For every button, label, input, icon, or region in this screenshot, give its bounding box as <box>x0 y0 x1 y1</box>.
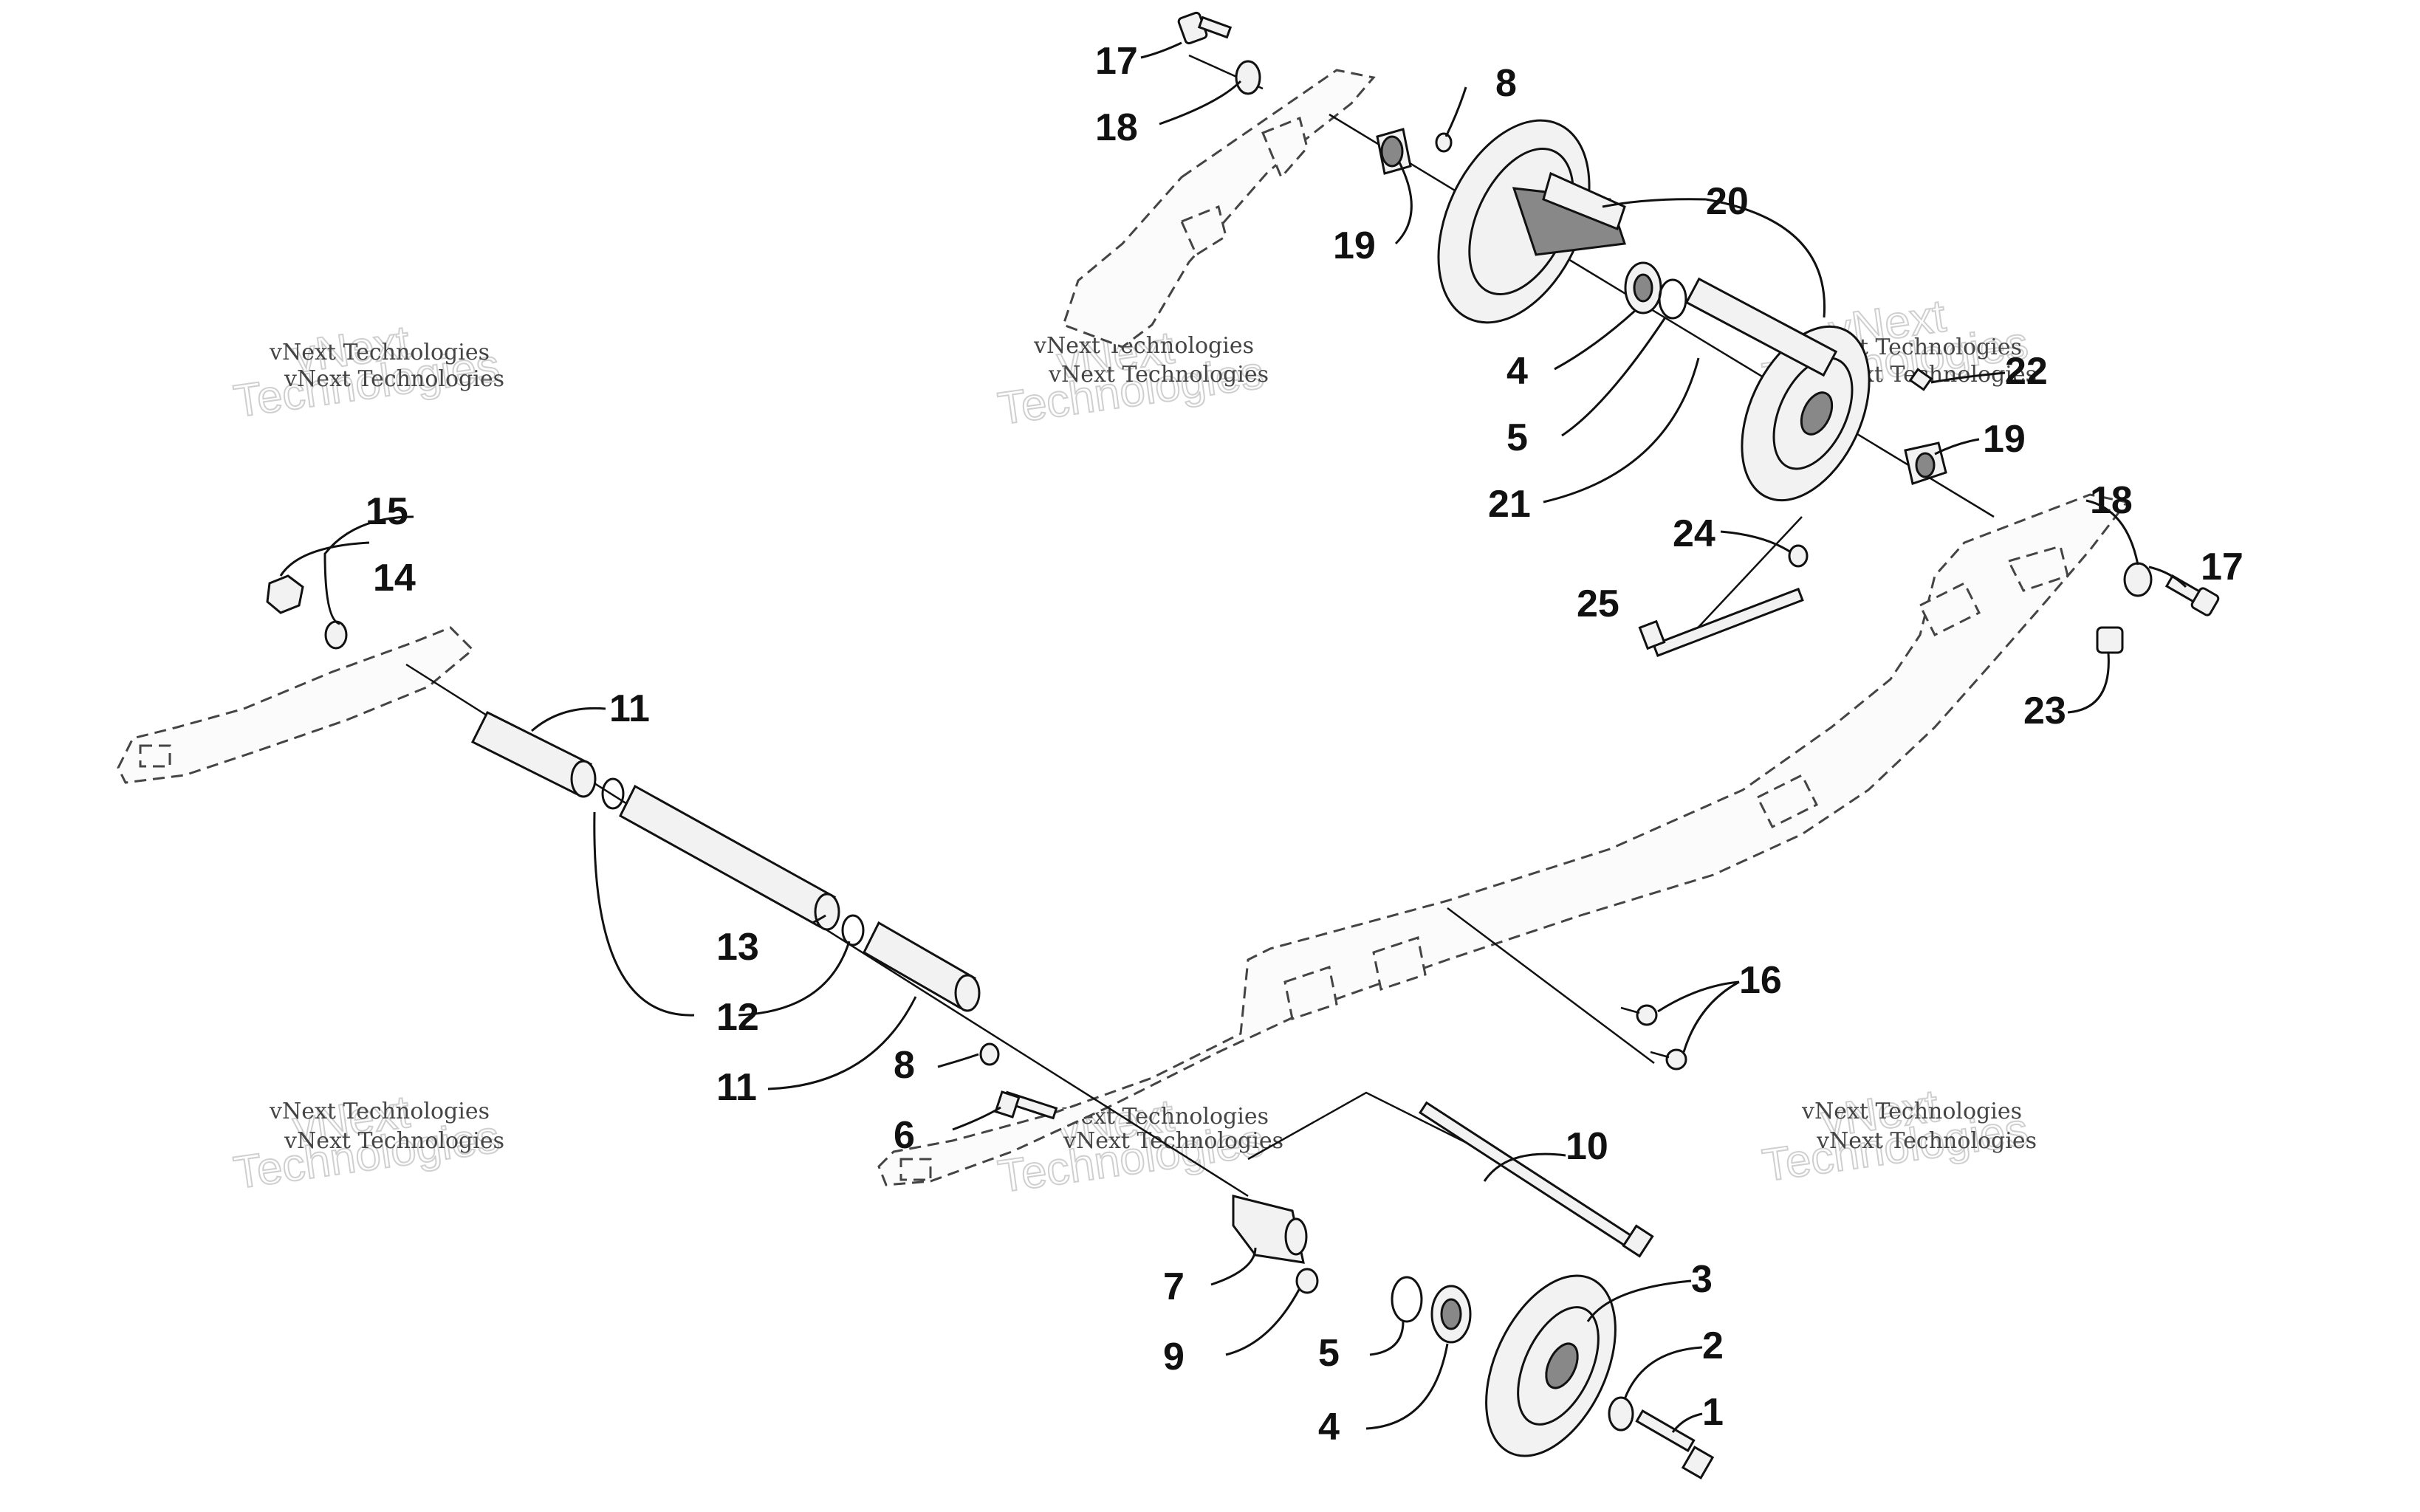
callout-7: 7 <box>1163 1265 1185 1308</box>
upper-rail-frame <box>1062 69 1376 348</box>
part-25-long-bolt <box>1638 587 1804 658</box>
callout-23: 23 <box>2023 690 2066 732</box>
part-11-spacer-tube-left <box>470 710 597 798</box>
part-7-end-block <box>1232 1195 1308 1264</box>
callout-14: 14 <box>373 557 416 599</box>
callout-9: 9 <box>1163 1336 1185 1378</box>
part-13-long-tube <box>619 784 840 931</box>
callout-24: 24 <box>1673 512 1715 555</box>
callout-5: 5 <box>1506 416 1528 459</box>
callout-11: 11 <box>609 687 650 730</box>
watermark-small: vNext Technologies <box>1801 1099 2022 1124</box>
callout-20: 20 <box>1706 180 1749 223</box>
part-3-idler-wheel <box>1485 1274 1617 1457</box>
callout-17: 17 <box>2201 546 2244 588</box>
watermark-small: vNext Technologies <box>284 1128 504 1154</box>
callout-17: 17 <box>1095 40 1138 83</box>
callout-19: 19 <box>1983 418 2026 461</box>
part-5-ring-lower <box>1391 1276 1423 1323</box>
callout-4: 4 <box>1506 350 1528 393</box>
callout-labels: 17 18 8 20 19 4 5 21 22 19 24 25 18 17 2… <box>366 40 2244 1449</box>
part-16-rivets <box>1620 1004 1687 1071</box>
callout-1: 1 <box>1702 1391 1724 1434</box>
callout-16: 16 <box>1739 959 1782 1002</box>
part-11-spacer-tube-right <box>863 921 981 1012</box>
callout-13: 13 <box>716 926 759 969</box>
part-20-upper-wheel-assembly <box>1437 119 1871 502</box>
part-5-ring-upper <box>1658 278 1687 320</box>
part-17-bolt-lower <box>2164 574 2220 616</box>
part-8-nut-lower <box>979 1042 1000 1066</box>
part-12-ring-right <box>841 914 865 946</box>
watermark-small: vNext Technologies <box>269 340 490 365</box>
callout-3: 3 <box>1691 1258 1713 1301</box>
callout-19: 19 <box>1333 224 1376 267</box>
callout-10: 10 <box>1566 1125 1608 1168</box>
part-1-bolt <box>1635 1409 1715 1480</box>
part-18-washer-lower <box>2123 562 2153 597</box>
watermark-small: vNext Technologies <box>1033 333 1254 359</box>
callout-12: 12 <box>716 996 759 1039</box>
callout-18: 18 <box>2090 479 2133 522</box>
left-rail-frame <box>117 626 475 784</box>
part-2-washer <box>1608 1396 1634 1432</box>
part-22-bolt <box>1908 368 1933 391</box>
part-15-nut-left <box>266 574 304 614</box>
part-10-axle-bolt <box>1418 1101 1654 1258</box>
watermark-small: vNext Technologies <box>1048 362 1269 388</box>
part-9-nut <box>1295 1268 1319 1294</box>
part-8-nut-upper <box>1435 132 1453 153</box>
callout-6: 6 <box>894 1114 915 1157</box>
watermark-small: vNext Technologies <box>284 366 504 392</box>
callout-8: 8 <box>894 1044 915 1087</box>
callout-22: 22 <box>2005 350 2048 393</box>
part-14-washer-left <box>324 620 348 650</box>
main-rail-frame <box>877 493 2129 1186</box>
part-18-washer-upper <box>1235 60 1261 95</box>
watermark-small: vNext Technologies <box>1816 1128 2037 1154</box>
part-6-bolt <box>994 1090 1058 1120</box>
part-17-bolt-upper <box>1177 11 1233 45</box>
callout-18: 18 <box>1095 106 1138 149</box>
callout-15: 15 <box>366 490 408 533</box>
callout-21: 21 <box>1488 483 1531 526</box>
part-19-bearing-housing-upper <box>1376 128 1412 175</box>
callout-11: 11 <box>716 1066 757 1109</box>
part-12-ring-left <box>601 777 625 810</box>
part-23-block <box>2096 626 2124 654</box>
part-19-bearing-housing-lower <box>1904 441 1947 485</box>
callout-25: 25 <box>1577 583 1619 625</box>
callout-5: 5 <box>1318 1332 1340 1375</box>
part-4-bearing-lower <box>1430 1285 1472 1344</box>
part-4-bearing-upper <box>1624 261 1662 315</box>
part-21-axle-shaft <box>1684 277 1838 377</box>
callout-4: 4 <box>1318 1406 1340 1449</box>
watermark-small: vNext Technologies <box>1063 1128 1283 1154</box>
callout-2: 2 <box>1702 1324 1724 1367</box>
watermark-small: vNext Technologies <box>269 1099 490 1124</box>
leader-lines <box>279 41 2187 1433</box>
part-24-nut <box>1788 544 1809 568</box>
callout-8: 8 <box>1495 62 1517 105</box>
